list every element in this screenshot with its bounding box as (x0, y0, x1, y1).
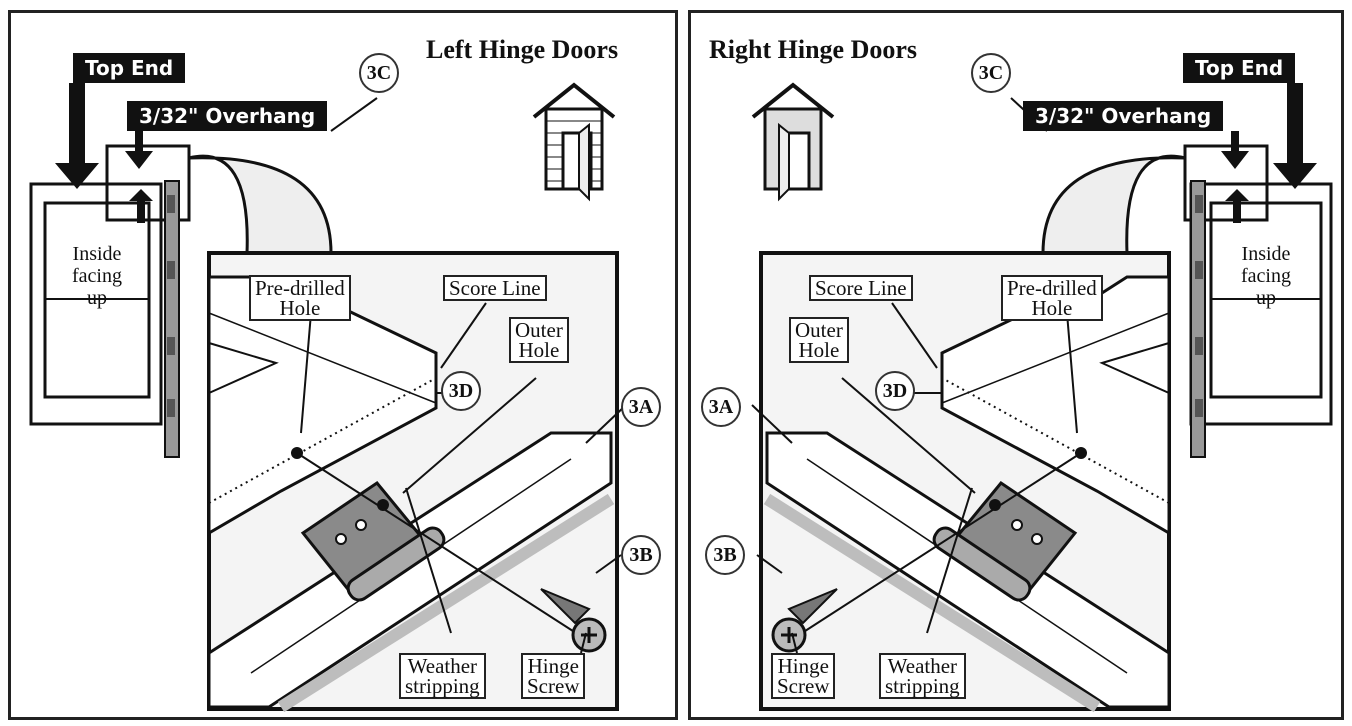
label-line-1: Hinge (527, 654, 579, 678)
label-line-1: Hinge (777, 654, 829, 678)
inside-line: Inside (1241, 243, 1291, 265)
weather-stripping-label: Weather stripping (399, 653, 486, 699)
label-line-1: Outer (515, 318, 563, 342)
top-end-banner: Top End (73, 53, 186, 83)
up-line: up (1256, 287, 1276, 309)
label-line-1: Pre-drilled (1007, 276, 1097, 300)
top-end-banner: Top End (1183, 53, 1296, 83)
right-hinge-panel: Right Hinge Doors Top End 3/32" Overhang… (688, 10, 1344, 720)
callout-3a: 3A (621, 387, 661, 427)
inside-line: Inside (72, 243, 122, 265)
left-hinge-illustration (29, 82, 627, 713)
panel-title: Left Hinge Doors (426, 35, 619, 64)
score-line-label: Score Line (443, 275, 547, 301)
label-line-1: Weather (887, 654, 958, 678)
callout-3c: 3C (359, 53, 399, 93)
label-line-2: stripping (885, 674, 960, 698)
pre-drilled-hole-label: Pre-drilled Hole (249, 275, 351, 321)
inside-facing-up-text: Inside facing up (53, 243, 141, 309)
callout-3a: 3A (701, 387, 741, 427)
hinge-screw-label: Hinge Screw (521, 653, 586, 699)
score-line-label: Score Line (809, 275, 913, 301)
right-hinge-illustration (751, 82, 1333, 713)
left-hinge-panel: Left Hinge Doors Top End 3/32" Overhang … (8, 10, 678, 720)
weather-stripping-label: Weather stripping (879, 653, 966, 699)
inside-facing-up-text: Inside facing up (1221, 243, 1311, 309)
label-line-1: Outer (795, 318, 843, 342)
callout-3b: 3B (705, 535, 745, 575)
hinge-screw-label: Hinge Screw (771, 653, 836, 699)
up-line: up (87, 287, 107, 309)
label-line-2: Hole (279, 296, 321, 320)
label-line-2: Hole (798, 338, 840, 362)
outer-hole-label: Outer Hole (789, 317, 849, 363)
label-line-1: Weather (407, 654, 478, 678)
facing-line: facing (72, 265, 122, 287)
label-line-2: Screw (527, 674, 580, 698)
shed-icon (532, 82, 616, 202)
shed-icon (751, 82, 835, 202)
label-line-2: stripping (405, 674, 480, 698)
overhang-banner: 3/32" Overhang (127, 101, 328, 131)
panel-title: Right Hinge Doors (709, 35, 917, 64)
label-line-1: Pre-drilled (255, 276, 345, 300)
callout-3d: 3D (441, 371, 481, 411)
callout-3d: 3D (875, 371, 915, 411)
pre-drilled-hole-label: Pre-drilled Hole (1001, 275, 1103, 321)
callout-3c: 3C (971, 53, 1011, 93)
label-line-2: Screw (777, 674, 830, 698)
callout-3b: 3B (621, 535, 661, 575)
label-line-2: Hole (1031, 296, 1073, 320)
facing-line: facing (1241, 265, 1291, 287)
label-line-2: Hole (518, 338, 560, 362)
overhang-banner: 3/32" Overhang (1023, 101, 1224, 131)
outer-hole-label: Outer Hole (509, 317, 569, 363)
